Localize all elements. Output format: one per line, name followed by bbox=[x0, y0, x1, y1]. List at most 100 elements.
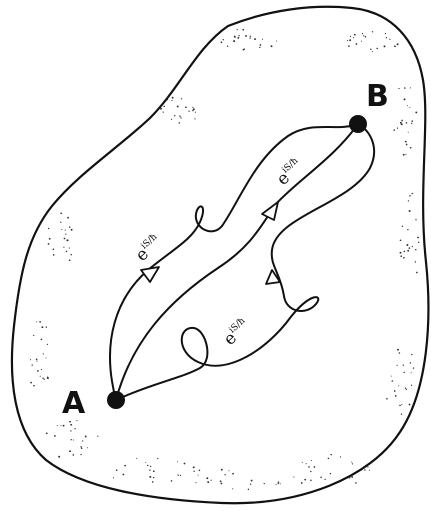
stipple-dot bbox=[249, 37, 250, 38]
stipple-dot bbox=[310, 480, 312, 482]
stipple-dot bbox=[401, 123, 403, 125]
stipple-dot bbox=[65, 230, 66, 231]
stipple-dot bbox=[404, 372, 405, 373]
stipple-dot bbox=[57, 425, 58, 426]
stipple-dot bbox=[306, 463, 307, 464]
stipple-dot bbox=[60, 212, 62, 214]
stipple-dot bbox=[85, 436, 87, 438]
stipple-dot bbox=[401, 404, 402, 405]
stipple-dot bbox=[408, 200, 409, 201]
stipple-dot bbox=[407, 250, 409, 252]
stipple-dot bbox=[63, 247, 64, 248]
stipple-dot bbox=[180, 475, 181, 476]
stipple-dot bbox=[328, 458, 330, 460]
stipple-dot bbox=[163, 106, 165, 108]
stipple-dot bbox=[124, 465, 126, 467]
stipple-dot bbox=[404, 87, 406, 89]
stipple-dot bbox=[33, 335, 34, 336]
stipple-dot bbox=[397, 127, 398, 128]
stipple-dot bbox=[245, 35, 247, 37]
stipple-dot bbox=[71, 439, 72, 440]
stipple-dot bbox=[47, 344, 48, 345]
stipple-dot bbox=[71, 229, 73, 231]
stipple-dot bbox=[171, 480, 173, 482]
stipple-dot bbox=[136, 458, 137, 459]
stipple-dot bbox=[406, 389, 407, 390]
stipple-dot bbox=[60, 425, 61, 426]
point-a-label: A bbox=[62, 386, 86, 421]
stipple-dot bbox=[386, 398, 388, 400]
stipple-dot bbox=[351, 476, 353, 478]
stipple-dot bbox=[180, 117, 181, 118]
stipple-dot bbox=[401, 414, 402, 415]
stipple-dot bbox=[251, 480, 253, 482]
stipple-dot bbox=[384, 45, 386, 47]
stipple-dot bbox=[403, 154, 405, 156]
stipple-dot bbox=[405, 154, 406, 155]
stipple-dot bbox=[49, 238, 51, 240]
stipple-dot bbox=[61, 229, 62, 230]
stipple-dot bbox=[385, 33, 386, 34]
stipple-dot bbox=[48, 228, 49, 229]
stipple-dot bbox=[259, 47, 260, 48]
stipple-dot bbox=[409, 210, 411, 212]
stipple-dot bbox=[293, 477, 294, 478]
stipple-dot bbox=[399, 352, 401, 354]
stipple-dot bbox=[80, 454, 81, 455]
stipple-dot bbox=[46, 326, 47, 327]
stipple-dot bbox=[224, 474, 225, 475]
stipple-dot bbox=[69, 259, 71, 261]
stipple-dot bbox=[207, 481, 209, 483]
stipple-dot bbox=[395, 395, 397, 397]
stipple-dot bbox=[406, 244, 408, 246]
stipple-dot bbox=[145, 462, 146, 463]
stipple-dot bbox=[36, 321, 37, 322]
stipple-dot bbox=[271, 45, 273, 47]
stipple-dot bbox=[30, 359, 31, 360]
stipple-dot bbox=[415, 249, 416, 250]
stipple-dot bbox=[416, 272, 418, 274]
stipple-dot bbox=[400, 122, 402, 124]
stipple-dot bbox=[87, 447, 88, 448]
stipple-dot bbox=[74, 428, 75, 429]
stipple-dot bbox=[347, 40, 348, 41]
stipple-dot bbox=[280, 483, 281, 484]
stipple-dot bbox=[195, 112, 196, 113]
stipple-dot bbox=[370, 49, 372, 51]
stipple-dot bbox=[82, 440, 83, 441]
stipple-dot bbox=[391, 380, 393, 382]
stipple-dot bbox=[195, 482, 196, 483]
stipple-dot bbox=[192, 110, 194, 112]
stipple-dot bbox=[353, 37, 354, 38]
stipple-dot bbox=[160, 108, 162, 110]
stipple-dot bbox=[411, 193, 413, 195]
stipple-dot bbox=[188, 111, 189, 112]
stipple-dot bbox=[177, 474, 178, 475]
stipple-dot bbox=[232, 473, 234, 475]
stipple-dot bbox=[406, 122, 408, 124]
stipple-dot bbox=[41, 339, 43, 341]
stipple-dot bbox=[54, 435, 56, 437]
lower-path-weight-exponent: iS/ħ bbox=[227, 316, 247, 336]
stipple-dot bbox=[301, 482, 303, 484]
stipple-dot bbox=[194, 118, 195, 119]
stipple-dot bbox=[177, 461, 178, 462]
stipple-dot bbox=[53, 249, 55, 251]
stipple-dot bbox=[356, 43, 358, 45]
stipple-dot bbox=[410, 87, 411, 88]
stipple-dot bbox=[69, 226, 71, 228]
stipple-dot bbox=[302, 462, 303, 463]
stipple-dot bbox=[400, 252, 402, 254]
stipple-dot bbox=[174, 115, 175, 116]
stipple-dot bbox=[405, 141, 407, 143]
stipple-dot bbox=[389, 39, 390, 40]
stipple-dot bbox=[402, 226, 403, 227]
stipple-dot bbox=[185, 106, 187, 108]
stipple-dot bbox=[69, 450, 71, 452]
stipple-dot bbox=[330, 473, 331, 474]
stipple-dot bbox=[36, 361, 37, 362]
stipple-dot bbox=[116, 469, 118, 471]
stipple-dot bbox=[254, 38, 256, 40]
stipple-dot bbox=[150, 466, 151, 467]
stipple-dot bbox=[264, 483, 265, 484]
